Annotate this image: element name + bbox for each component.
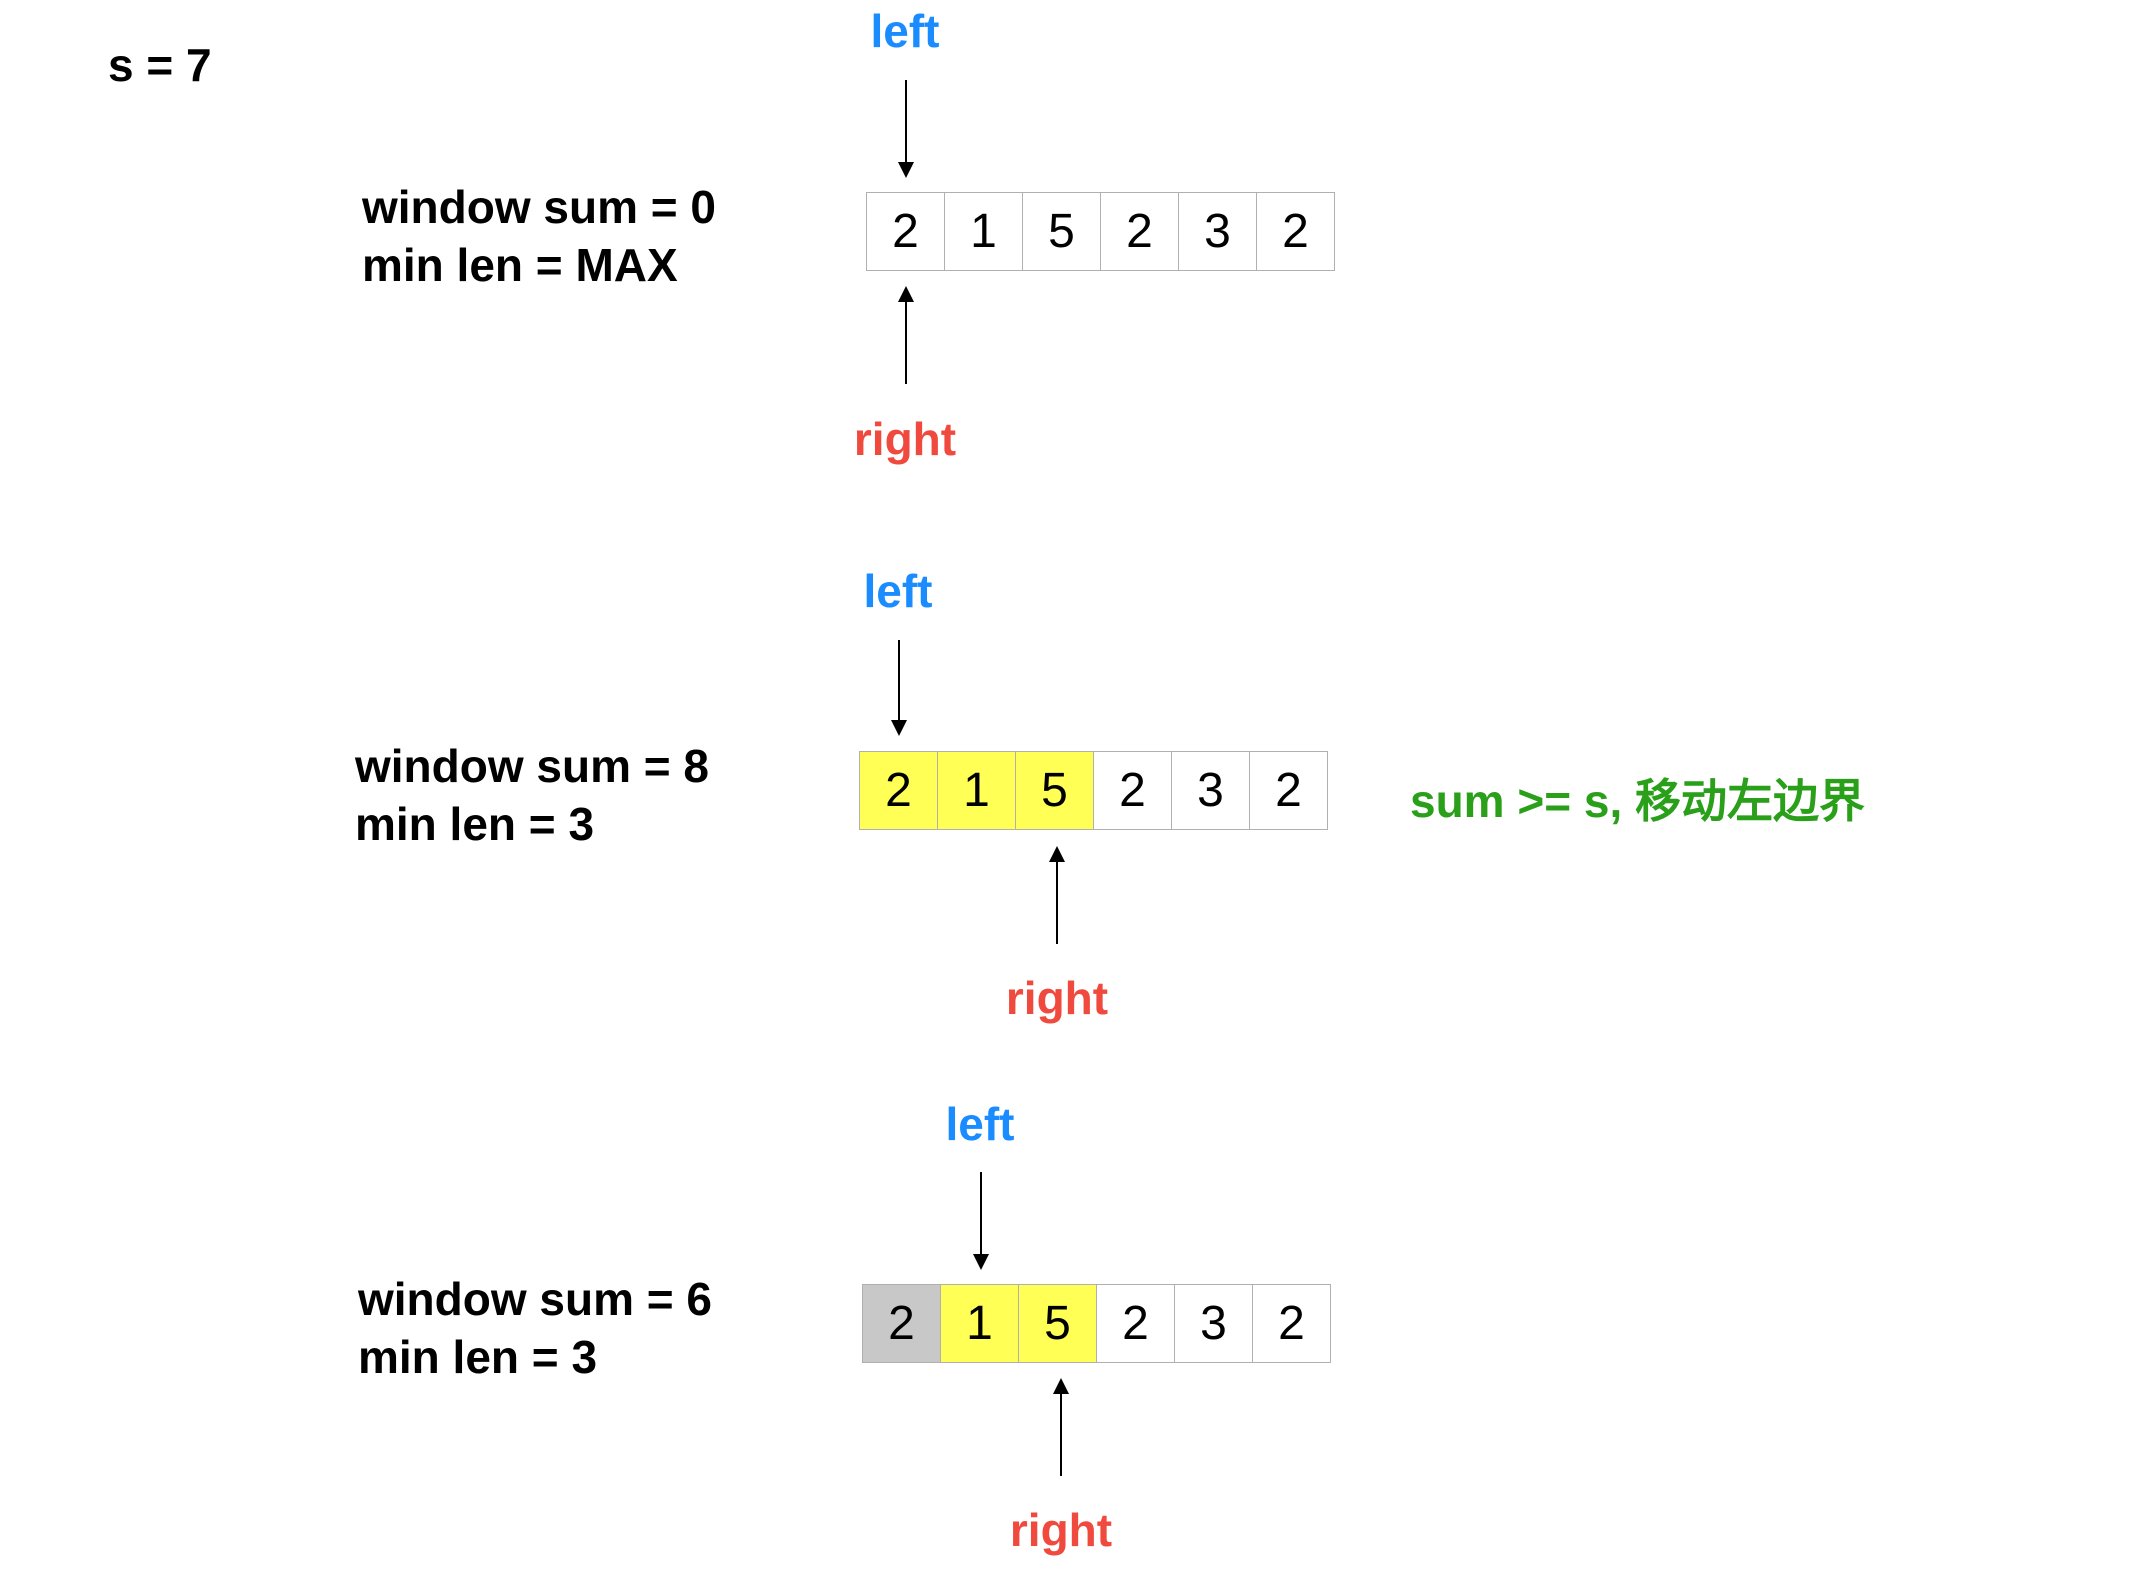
array-cell-window: 5 bbox=[1016, 752, 1094, 830]
right-pointer-label: right bbox=[1005, 972, 1109, 1024]
array-cell-window: 1 bbox=[941, 1285, 1019, 1363]
array-cell-removed: 2 bbox=[863, 1285, 941, 1363]
array-cell: 3 bbox=[1172, 752, 1250, 830]
right-pointer-arrow bbox=[1049, 846, 1065, 944]
right-pointer-label: right bbox=[853, 413, 957, 465]
array-cell: 1 bbox=[945, 193, 1023, 271]
array-cell-window: 1 bbox=[938, 752, 1016, 830]
right-pointer-arrow bbox=[1053, 1378, 1069, 1476]
step-2-info: window sum = 8 min len = 3 bbox=[355, 737, 709, 853]
array-cell: 2 bbox=[1250, 752, 1328, 830]
array-row: 2 1 5 2 3 2 bbox=[862, 1284, 1331, 1363]
array-row: 2 1 5 2 3 2 bbox=[859, 751, 1328, 830]
array-cell: 3 bbox=[1179, 193, 1257, 271]
step-1-info: window sum = 0 min len = MAX bbox=[362, 178, 716, 294]
array-cell: 5 bbox=[1023, 193, 1101, 271]
array-cell: 2 bbox=[1097, 1285, 1175, 1363]
right-pointer-arrow bbox=[898, 286, 914, 384]
window-sum-label: window sum = 0 bbox=[362, 181, 717, 233]
step-3-info: window sum = 6 min len = 3 bbox=[358, 1270, 712, 1386]
left-pointer-label: left bbox=[863, 565, 933, 617]
array-row: 2 1 5 2 3 2 bbox=[866, 192, 1335, 271]
target-sum-label: s = 7 bbox=[108, 39, 212, 91]
array-cell-window: 2 bbox=[860, 752, 938, 830]
array-cell: 2 bbox=[867, 193, 945, 271]
window-sum-label: window sum = 6 bbox=[358, 1273, 713, 1325]
window-sum-label: window sum = 8 bbox=[355, 740, 710, 792]
array-cell: 2 bbox=[1253, 1285, 1331, 1363]
array-cell: 2 bbox=[1257, 193, 1335, 271]
array-cell-window: 5 bbox=[1019, 1285, 1097, 1363]
left-pointer-label: left bbox=[945, 1098, 1015, 1150]
array-cell: 2 bbox=[1094, 752, 1172, 830]
array-cell: 2 bbox=[1101, 193, 1179, 271]
move-left-note: sum >= s, 移动左边界 bbox=[1410, 775, 1866, 827]
min-len-label: min len = MAX bbox=[362, 239, 678, 291]
left-pointer-arrow bbox=[973, 1172, 989, 1270]
right-pointer-label: right bbox=[1009, 1504, 1113, 1556]
min-len-label: min len = 3 bbox=[358, 1331, 598, 1383]
min-len-label: min len = 3 bbox=[355, 798, 595, 850]
left-pointer-arrow bbox=[891, 640, 907, 736]
left-pointer-label: left bbox=[870, 5, 940, 57]
array-cell: 3 bbox=[1175, 1285, 1253, 1363]
left-pointer-arrow bbox=[898, 80, 914, 178]
